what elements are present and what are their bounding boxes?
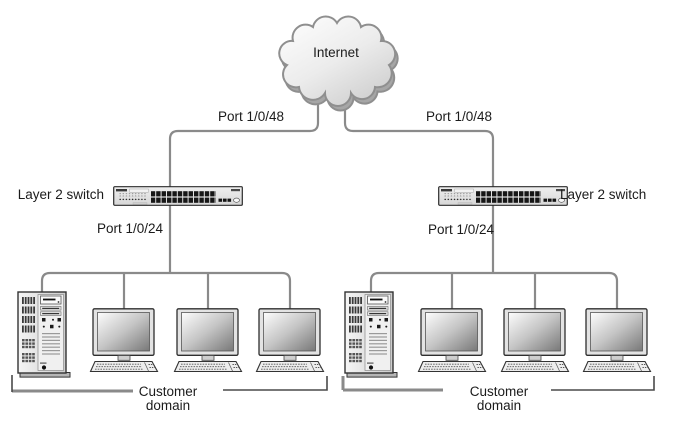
- left-bracket-light-segment: [223, 376, 328, 391]
- network-wires: [40, 96, 619, 310]
- right-downlink-port-label: Port 1/0/24: [428, 222, 495, 237]
- right-bracket-light-segment: [551, 376, 655, 391]
- wire-cloud-to-right-switch: [343, 96, 495, 190]
- right-switch-label: Layer 2 switch: [560, 187, 646, 202]
- left-domain-bracket: [11, 375, 328, 393]
- internet-cloud-icon: [278, 15, 399, 112]
- right-bracket-heavy-segment: [341, 376, 443, 392]
- desktop-pc-left-3-icon: [255, 308, 325, 373]
- right-domain-bracket: [341, 376, 655, 392]
- right-domain-label-line1: Customer: [470, 384, 529, 399]
- desktop-pc-right-2-icon: [500, 308, 570, 373]
- desktop-pc-left-1-icon: [89, 308, 159, 373]
- layer2-switch-right-icon: [438, 186, 568, 206]
- left-switch-label: Layer 2 switch: [18, 187, 104, 202]
- left-domain-bus: [40, 271, 292, 310]
- internet-label: Internet: [313, 45, 359, 60]
- desktop-pc-right-3-icon: [582, 308, 652, 373]
- left-domain-label-line2: domain: [146, 398, 190, 413]
- server-tower-right-icon: [344, 291, 398, 378]
- desktop-pc-left-2-icon: [173, 308, 243, 373]
- right-domain-label-line2: domain: [477, 398, 521, 413]
- desktop-pc-right-1-icon: [417, 308, 487, 373]
- wire-cloud-to-left-switch: [168, 96, 320, 190]
- server-tower-left-icon: [17, 291, 71, 378]
- left-uplink-port-label: Port 1/0/48: [218, 109, 284, 124]
- left-downlink-port-label: Port 1/0/24: [97, 221, 164, 236]
- left-domain-label-line1: Customer: [139, 384, 198, 399]
- right-domain-bus: [369, 271, 619, 310]
- layer2-switch-left-icon: [113, 186, 243, 206]
- right-uplink-port-label: Port 1/0/48: [426, 109, 492, 124]
